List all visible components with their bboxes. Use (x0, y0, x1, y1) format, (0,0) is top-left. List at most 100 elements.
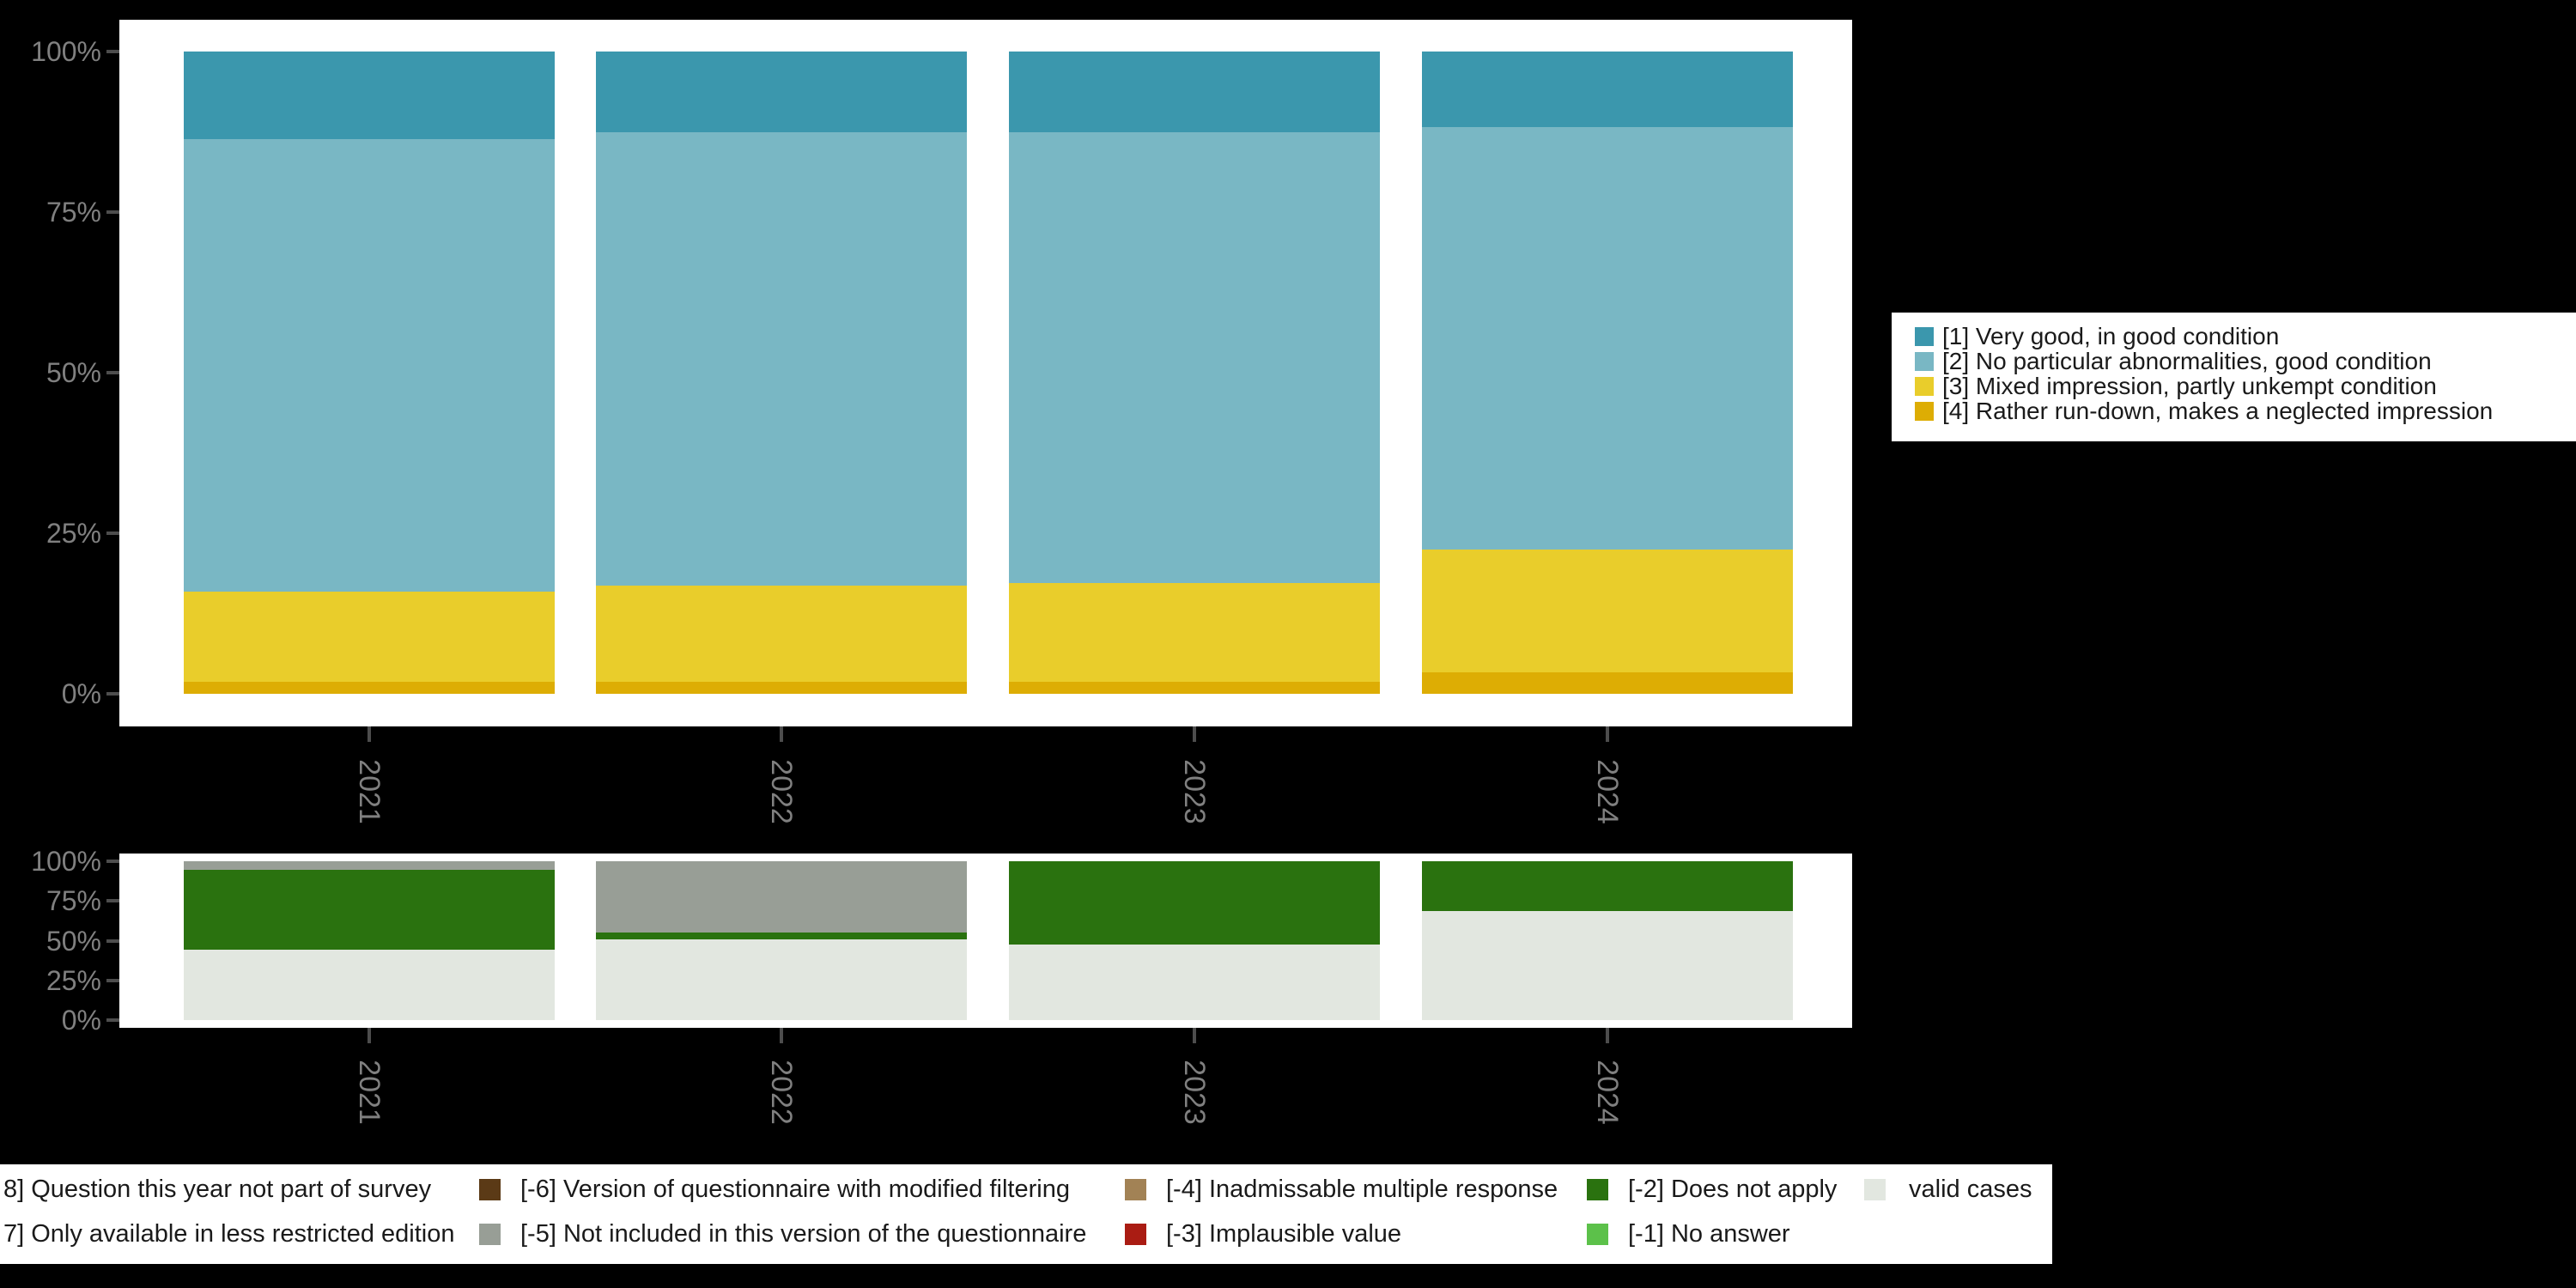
x-tick-mark (368, 1028, 371, 1043)
bar-segment (1009, 861, 1380, 945)
x-tick-mark (780, 1028, 783, 1043)
y-tick-mark (106, 50, 119, 53)
bar-segment (596, 939, 967, 1020)
bar-segment (596, 132, 967, 586)
bar-segment (596, 52, 967, 133)
bar-segment (1009, 583, 1380, 682)
bar-segment (1422, 127, 1793, 550)
x-tick-label: 2022 (765, 1060, 798, 1125)
legend-swatch (1125, 1179, 1146, 1200)
legend-label: [-4] Inadmissable multiple response (1166, 1176, 1558, 1203)
legend-swatch (1915, 376, 1934, 396)
x-tick-mark (1193, 1028, 1196, 1043)
bar-segment (596, 861, 967, 933)
bar-segment (184, 52, 555, 140)
legend-label: [1] Very good, in good condition (1942, 322, 2280, 349)
legend-entry: [1] Very good, in good condition (1915, 322, 2576, 349)
legend-swatch (1915, 401, 1934, 421)
bar-segment (1009, 681, 1380, 694)
stacked-bar-2023 (1009, 52, 1380, 694)
stacked-bar-2021 (184, 52, 555, 694)
stacked-bar-2021 (184, 861, 555, 1020)
bar-segment (1422, 672, 1793, 694)
bar-segment (1422, 861, 1793, 912)
y-tick-mark (106, 371, 119, 374)
y-tick-label: 100% (31, 846, 101, 877)
stacked-bar-2024 (1422, 52, 1793, 694)
y-tick-label: 50% (46, 925, 101, 957)
legend-label: 8] Question this year not part of survey (3, 1176, 432, 1203)
stacked-bar-2024 (1422, 861, 1793, 1020)
y-tick-mark (106, 899, 119, 903)
stacked-bar-2022 (596, 52, 967, 694)
y-tick-label: 25% (46, 964, 101, 996)
legend-label: [-1] No answer (1628, 1220, 1790, 1248)
y-tick-label: 75% (46, 885, 101, 917)
legend-entry: [4] Rather run-down, makes a neglected i… (1915, 397, 2576, 424)
legend-label: [-5] Not included in this version of the… (520, 1220, 1087, 1248)
y-tick-label: 75% (46, 197, 101, 228)
x-tick-mark (1606, 726, 1609, 742)
legend-label: valid cases (1909, 1176, 2032, 1203)
bar-segment (184, 949, 555, 1020)
bar-segment (1422, 550, 1793, 673)
legend-entry: [3] Mixed impression, partly unkempt con… (1915, 372, 2576, 399)
x-tick-label: 2023 (1178, 759, 1211, 824)
bar-segment (184, 592, 555, 682)
bar-segment (1009, 944, 1380, 1020)
y-tick-mark (106, 692, 119, 696)
legend-label: [2] No particular abnormalities, good co… (1942, 347, 2432, 374)
legend-swatch (1915, 351, 1934, 371)
legend-swatch (479, 1179, 501, 1200)
missing-chart-panel (119, 854, 1852, 1028)
legend-swatch (1915, 326, 1934, 346)
y-tick-label: 50% (46, 357, 101, 388)
condition-legend: [1] Very good, in good condition[2] No p… (1892, 313, 2576, 441)
bar-segment (1009, 52, 1380, 133)
x-tick-label: 2021 (353, 759, 386, 824)
legend-entry: [2] No particular abnormalities, good co… (1915, 347, 2576, 374)
x-tick-label: 2024 (1591, 1060, 1624, 1125)
y-tick-mark (106, 1018, 119, 1022)
legend-swatch (1125, 1224, 1146, 1245)
legend-swatch (479, 1224, 501, 1245)
x-tick-label: 2024 (1591, 759, 1624, 824)
y-tick-label: 100% (31, 36, 101, 67)
legend-label: [4] Rather run-down, makes a neglected i… (1942, 397, 2494, 424)
y-tick-mark (106, 939, 119, 943)
bar-segment (1422, 52, 1793, 128)
bar-segment (596, 681, 967, 694)
legend-swatch (1864, 1179, 1886, 1200)
x-tick-mark (368, 726, 371, 742)
x-tick-label: 2023 (1178, 1060, 1211, 1125)
legend-label: 7] Only available in less restricted edi… (3, 1220, 455, 1248)
bar-segment (184, 861, 555, 870)
y-tick-label: 0% (61, 1005, 101, 1036)
legend-label: [-6] Version of questionnaire with modif… (520, 1176, 1070, 1203)
y-tick-label: 0% (61, 678, 101, 709)
y-tick-mark (106, 210, 119, 214)
legend-swatch (1587, 1224, 1608, 1245)
legend-label: [-2] Does not apply (1628, 1176, 1838, 1203)
legend-label: [-3] Implausible value (1166, 1220, 1402, 1248)
y-tick-mark (106, 978, 119, 982)
bar-segment (1422, 911, 1793, 1020)
legend-label: [3] Mixed impression, partly unkempt con… (1942, 372, 2437, 399)
stacked-bar-2022 (596, 861, 967, 1020)
bar-segment (184, 139, 555, 592)
bar-segment (596, 933, 967, 940)
bar-segment (596, 585, 967, 682)
x-tick-mark (1193, 726, 1196, 742)
legend-swatch (1587, 1179, 1608, 1200)
y-tick-mark (106, 532, 119, 535)
x-tick-mark (780, 726, 783, 742)
x-tick-label: 2022 (765, 759, 798, 824)
y-tick-label: 25% (46, 518, 101, 549)
x-tick-label: 2021 (353, 1060, 386, 1125)
bar-segment (184, 869, 555, 950)
bar-segment (1009, 132, 1380, 584)
y-tick-mark (106, 860, 119, 863)
stacked-bar-2023 (1009, 861, 1380, 1020)
missing-values-legend: 8] Question this year not part of survey… (0, 1164, 2052, 1264)
